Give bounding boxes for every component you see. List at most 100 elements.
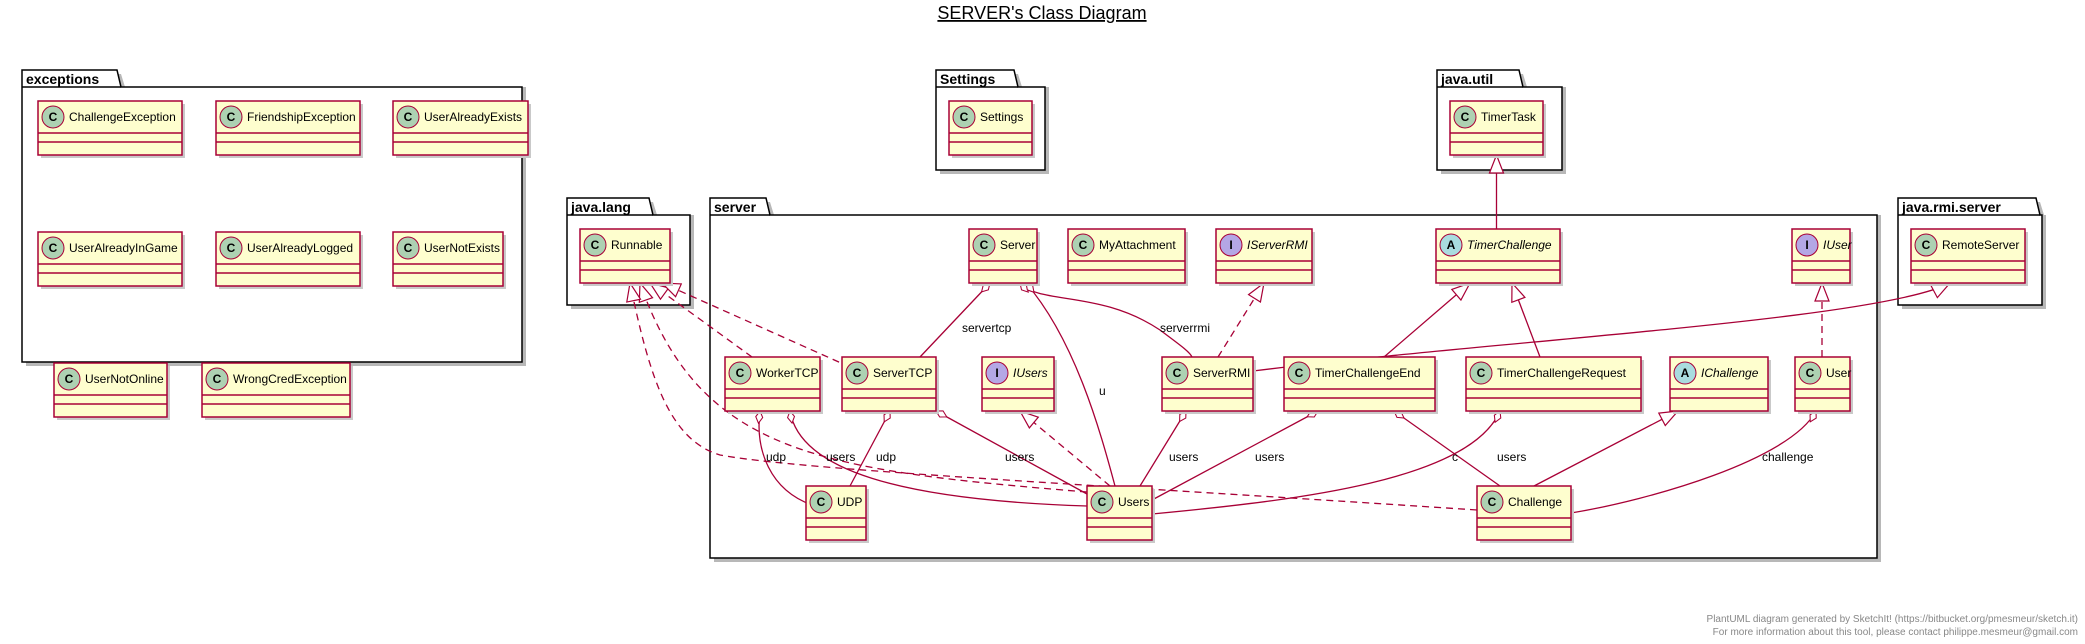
class-name: Settings (980, 110, 1023, 124)
relation-extends-challenge-to-ichallenge (1533, 411, 1678, 487)
package-label: java.rmi.server (1901, 199, 2001, 215)
class-badge-icon: C (1090, 490, 1114, 514)
class-name: WrongCredException (233, 372, 347, 386)
class-serverrmi: C ServerRMI (1161, 356, 1256, 414)
svg-text:A: A (1447, 238, 1456, 252)
svg-text:C: C (1477, 366, 1486, 380)
package-label: java.lang (570, 199, 631, 215)
relation-aggregation-timerchallengeend-to-users (1151, 411, 1318, 501)
class-badge-icon: C (219, 105, 243, 129)
svg-text:C: C (227, 110, 236, 124)
svg-text:C: C (49, 110, 58, 124)
package-label: exceptions (26, 71, 99, 87)
diagram-title: SERVER's Class Diagram (937, 3, 1146, 23)
class-users: C Users (1086, 485, 1155, 543)
class-badge-icon: C (1453, 105, 1477, 129)
class-name: ServerRMI (1193, 366, 1250, 380)
class-name: TimerChallengeRequest (1497, 366, 1627, 380)
class-name: Server (1000, 238, 1035, 252)
relation-aggregation-user-to-challenge (1570, 411, 1816, 514)
relation-implements-servertcp-to-runnable (662, 283, 851, 368)
class-name: TimerChallenge (1467, 238, 1552, 252)
class-timertask: C TimerTask (1449, 100, 1546, 158)
class-name: IChallenge (1701, 366, 1759, 380)
class-name: User (1826, 366, 1851, 380)
class-name: MyAttachment (1099, 238, 1176, 252)
svg-text:C: C (1806, 366, 1815, 380)
class-badge-icon: C (41, 105, 65, 129)
svg-text:A: A (1681, 366, 1690, 380)
svg-text:C: C (65, 372, 74, 386)
svg-text:I: I (995, 366, 998, 380)
relation-label: users (1005, 450, 1034, 464)
relation-extends-timerchallengerequest-to-timerchallenge (1512, 283, 1541, 358)
class-server: C Server (968, 228, 1040, 286)
class-name: Challenge (1508, 495, 1562, 509)
relation-implements-workertcp-to-runnable (650, 283, 753, 358)
class-name: UserNotExists (424, 241, 500, 255)
class-badge-icon: C (1480, 490, 1504, 514)
class-name: Runnable (611, 238, 663, 252)
class-name: ChallengeException (69, 110, 176, 124)
class-badge-icon: C (1287, 361, 1311, 385)
footer-line-1: PlantUML diagram generated by SketchIt! … (1707, 614, 2078, 625)
class-name: UserAlreadyLogged (247, 241, 353, 255)
package-label: server (714, 199, 757, 215)
relation-implements-challenge-to-runnable (630, 283, 1478, 511)
class-badge-icon: C (219, 236, 243, 260)
relation-label: c (1452, 450, 1458, 464)
class-name: IUser (1823, 238, 1853, 252)
abstract-badge-icon: A (1673, 361, 1697, 385)
relation-aggregation-server-to-serverrmi (1020, 283, 1193, 358)
relation-label: challenge (1762, 450, 1814, 464)
class-timerchallengerequest: C TimerChallengeRequest (1465, 356, 1644, 414)
relation-aggregation-server-to-servertcp (919, 283, 990, 358)
class-ichallenge: A IChallenge (1669, 356, 1771, 414)
package-label: java.util (1440, 71, 1493, 87)
relation-implements-users-to-runnable (640, 283, 1088, 493)
class-user: C User (1794, 356, 1853, 414)
relation-aggregation-servertcp-to-users (936, 411, 1088, 495)
interface-badge-icon: I (1219, 233, 1243, 257)
class-friendshipexception: C FriendshipException (215, 100, 363, 158)
class-name: Users (1118, 495, 1149, 509)
relation-label: users (1497, 450, 1526, 464)
relation-label: users (1255, 450, 1284, 464)
svg-text:C: C (817, 495, 826, 509)
class-badge-icon: C (1914, 233, 1938, 257)
class-name: TimerChallengeEnd (1315, 366, 1421, 380)
svg-text:C: C (736, 366, 745, 380)
relation-aggregation-servertcp-to-udp (849, 411, 890, 487)
class-name: UserAlreadyInGame (69, 241, 178, 255)
class-badge-icon: C (41, 236, 65, 260)
relation-aggregation-workertcp-to-users (790, 411, 1088, 507)
relation-aggregation-serverrmi-to-users (1139, 411, 1187, 487)
abstract-badge-icon: A (1439, 233, 1463, 257)
class-badge-icon: C (1165, 361, 1189, 385)
class-badge-icon: C (728, 361, 752, 385)
class-badge-icon: C (396, 105, 420, 129)
class-name: TimerTask (1481, 110, 1537, 124)
relation-aggregation-workertcp-to-udp (759, 411, 813, 506)
svg-text:C: C (1461, 110, 1470, 124)
svg-text:C: C (960, 110, 969, 124)
relation-implements-users-to-iusers (1020, 411, 1111, 487)
relation-extends-timerchallengeend-to-timerchallenge (1383, 283, 1470, 358)
class-name: FriendshipException (247, 110, 356, 124)
interface-badge-icon: I (985, 361, 1009, 385)
class-challenge: C Challenge (1476, 485, 1574, 543)
class-name: ServerTCP (873, 366, 932, 380)
relation-aggregation-timerchallengerequest-to-users (1151, 411, 1500, 515)
class-badge-icon: C (583, 233, 607, 257)
svg-text:C: C (1488, 495, 1497, 509)
class-name: RemoteServer (1942, 238, 2019, 252)
svg-text:C: C (980, 238, 989, 252)
class-name: UDP (837, 495, 862, 509)
relation-implements-serverrmi-to-iserverrmi (1217, 283, 1264, 358)
relation-aggregation-timerchallengeend-to-challenge (1394, 411, 1501, 487)
